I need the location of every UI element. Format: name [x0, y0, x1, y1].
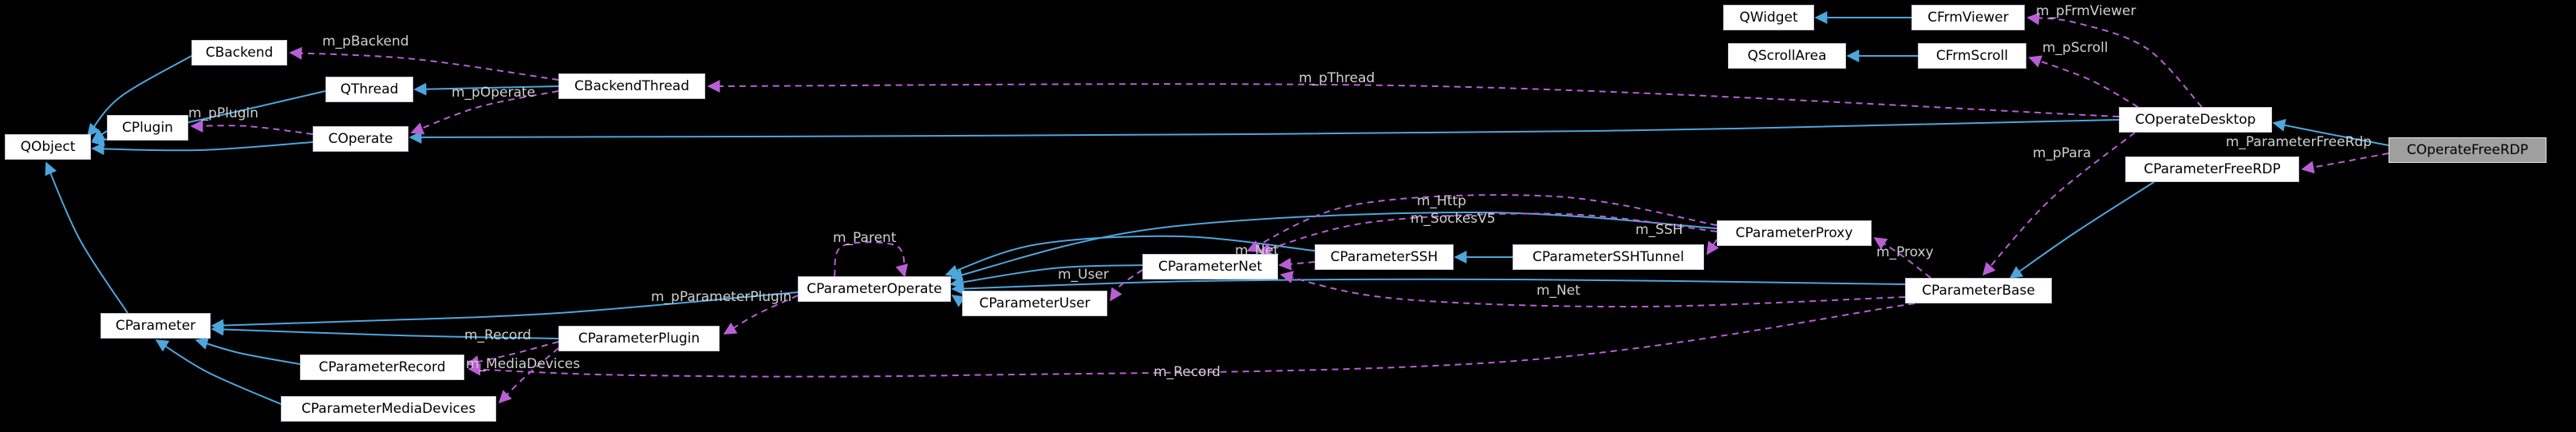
- class-node-COperate[interactable]: COperate: [313, 126, 408, 152]
- usage-edge-COperateDesktop-to-CFrmViewer: [2026, 12, 2203, 108]
- usage-edge-COperateDesktop-to-CBackendThread: [707, 79, 2120, 117]
- inheritance-edge-CParameterProxy-to-CParameterOperate: [949, 211, 1718, 282]
- inheritance-edge-CBackendThread-to-QThread: [413, 82, 559, 96]
- class-node-CFrmViewer[interactable]: CFrmViewer: [1911, 5, 2025, 30]
- class-node-CParameterRecord[interactable]: CParameterRecord: [300, 355, 464, 380]
- class-node-COperateFreeRDP[interactable]: COperateFreeRDP: [2389, 137, 2546, 163]
- class-node-QWidget[interactable]: QWidget: [1723, 5, 1814, 30]
- class-node-CParameter[interactable]: CParameter: [101, 313, 211, 339]
- usage-edge-CParameterProxy-to-CParameterSSHTunnel: [1706, 239, 1719, 256]
- inheritance-edge-CParameterFreeRDP-to-CParameterBase: [2009, 181, 2155, 279]
- inheritance-edge-CParameterBase-to-CParameterOperate: [951, 278, 1906, 295]
- usage-edge-CParameterBase-to-CParameterRecord: [467, 303, 1915, 378]
- class-node-QObject[interactable]: QObject: [5, 134, 91, 160]
- class-node-COperateDesktop[interactable]: COperateDesktop: [2119, 107, 2272, 133]
- usage-edge-CParameterPlugin-to-CParameterRecord: [466, 341, 559, 368]
- class-node-QThread[interactable]: QThread: [325, 77, 413, 102]
- class-node-QScrollArea[interactable]: QScrollArea: [1728, 43, 1846, 69]
- usage-edge-CParameterBase-to-CParameterProxy: [1873, 237, 1931, 279]
- usage-edge-CParameterProxy-to-CParameterNet: [1246, 194, 1718, 252]
- inheritance-edge-CBackend-to-QObject: [86, 55, 192, 137]
- class-node-CParameterFreeRDP[interactable]: CParameterFreeRDP: [2125, 157, 2299, 182]
- usage-edge-COperateFreeRDP-to-CParameterFreeRDP: [2301, 153, 2389, 174]
- class-node-CBackendThread[interactable]: CBackendThread: [558, 73, 705, 99]
- inheritance-edge-CParameterNet-to-CParameterOperate: [949, 264, 1143, 289]
- inheritance-edge-CPlugin-to-QObject: [91, 129, 108, 141]
- class-node-CParameterProxy[interactable]: CParameterProxy: [1717, 220, 1872, 246]
- usage-edge-CParameterSSH-to-CParameterNet: [1278, 257, 1316, 271]
- inheritance-edge-CParameterOperate-to-CParameter: [211, 291, 799, 332]
- usage-edge-CParameterNet-to-CParameterUser: [1110, 269, 1143, 302]
- usage-edge-CParameterPlugin-to-CParameterMediaDevices: [498, 347, 559, 404]
- inheritance-edge-CParameterUser-to-CParameterOperate: [951, 295, 966, 307]
- usage-edge-CParameterOperate-to-CParameterOperate: [834, 241, 909, 278]
- usage-edge-CParameterBase-to-CParameterNet: [1280, 271, 1906, 308]
- usage-edge-CBackendThread-to-COperate: [410, 90, 559, 135]
- class-node-CParameterSSHTunnel[interactable]: CParameterSSHTunnel: [1513, 244, 1704, 270]
- class-node-CParameterNet[interactable]: CParameterNet: [1142, 254, 1278, 279]
- class-node-CParameterMediaDevices[interactable]: CParameterMediaDevices: [281, 396, 496, 422]
- class-node-CParameterBase[interactable]: CParameterBase: [1905, 278, 2052, 303]
- class-node-CParameterOperate[interactable]: CParameterOperate: [798, 276, 951, 302]
- usage-edge-COperate-to-CPlugin: [190, 119, 314, 135]
- usage-edge-COperateDesktop-to-CFrmScroll: [2028, 55, 2139, 108]
- inheritance-edge-COperateFreeRDP-to-COperateDesktop: [2272, 118, 2389, 146]
- usage-edge-CBackendThread-to-CBackend: [289, 46, 559, 81]
- inheritance-edge-CParameterRecord-to-CParameter: [195, 337, 301, 365]
- usage-edge-CParameterOperate-to-CParameterPlugin: [723, 295, 799, 335]
- class-node-CPlugin[interactable]: CPlugin: [107, 115, 188, 141]
- class-node-CParameterPlugin[interactable]: CParameterPlugin: [558, 326, 720, 351]
- usage-edge-CParameterProxy-to-CParameterNet: [1257, 212, 1718, 256]
- class-node-CParameterSSH[interactable]: CParameterSSH: [1315, 244, 1454, 270]
- inheritance-edge-CParameter-to-QObject: [45, 161, 128, 314]
- usage-edge-COperateDesktop-to-CParameterBase: [1982, 132, 2136, 276]
- inheritance-edge-COperate-to-QObject: [91, 141, 314, 156]
- inheritance-edge-CParameterMediaDevices-to-CParameter: [155, 339, 282, 405]
- class-node-CBackend[interactable]: CBackend: [191, 40, 287, 65]
- class-node-CParameterUser[interactable]: CParameterUser: [962, 291, 1107, 316]
- class-node-CFrmScroll[interactable]: CFrmScroll: [1918, 43, 2026, 69]
- inheritance-edge-CParameterPlugin-to-CParameter: [211, 323, 559, 339]
- inheritance-edge-COperateDesktop-to-COperate: [408, 119, 2120, 144]
